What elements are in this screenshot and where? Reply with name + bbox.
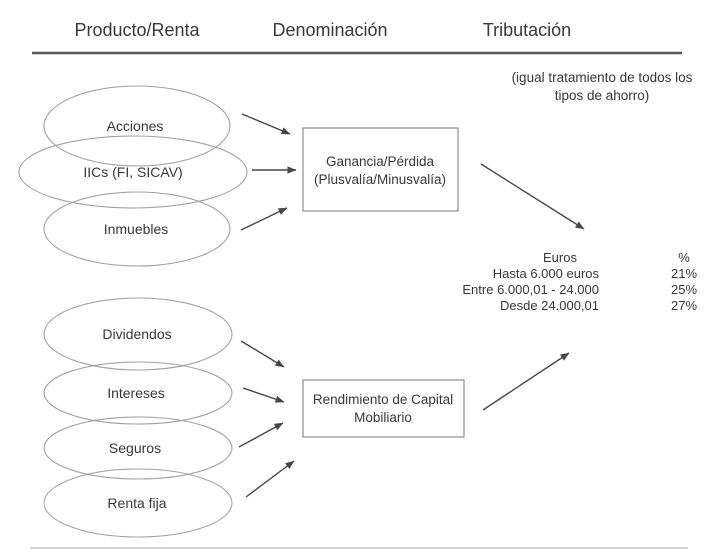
tax-row-amount: Desde 24.000,01 [500, 298, 599, 313]
tributacion-note-line2: tipos de ahorro) [555, 88, 650, 103]
tax-table-row: Hasta 6.000 euros 21% [493, 266, 698, 281]
arrow-seguros-to-rendimiento [238, 422, 284, 448]
tax-table-rate-header: % [678, 250, 690, 265]
box-ganancia-perdida: Ganancia/Pérdida (Plusvalía/Minusvalía) [302, 127, 459, 212]
rendimiento-box-shape [302, 379, 465, 438]
intereses-label: Intereses [107, 385, 165, 401]
arrow-inmuebles-to-ganancia [240, 207, 288, 231]
ellipse-inmuebles: Inmuebles [43, 191, 231, 267]
acciones-label: Acciones [107, 118, 164, 134]
column-header-producto-renta: Producto/Renta [74, 20, 200, 40]
column-header-tributacion: Tributación [483, 20, 571, 40]
arrow-acciones-to-ganancia [241, 113, 291, 135]
iics-oval-shape [18, 135, 248, 209]
rendimiento-label-line2: Mobiliario [354, 410, 412, 425]
column-header-denominacion: Denominación [272, 20, 387, 40]
iics-label: IICs (FI, SICAV) [83, 164, 182, 180]
tax-table-row: Desde 24.000,01 27% [500, 298, 697, 313]
arrow-ganancia-to-table [480, 163, 585, 230]
seguros-oval-shape [43, 416, 233, 480]
tax-row-amount: Entre 6.000,01 - 24.000 [462, 282, 599, 297]
tributacion-note-line1: (igual tratamiento de todos los [512, 70, 693, 85]
intereses-oval-shape [43, 361, 233, 425]
ganancia-box-shape [302, 127, 459, 212]
dividendos-oval-shape [43, 297, 233, 371]
tax-table-amount-header: Euros [543, 250, 577, 265]
arrow-intereses-to-rendimiento [242, 387, 285, 403]
ganancia-label-line2: (Plusvalía/Minusvalía) [314, 172, 446, 187]
seguros-label: Seguros [109, 440, 161, 456]
ellipse-intereses: Intereses [43, 361, 233, 425]
ellipse-renta-fija: Renta fija [43, 468, 233, 538]
rendimiento-label-line1: Rendimiento de Capital [313, 392, 453, 407]
ellipse-iics: IICs (FI, SICAV) [18, 135, 248, 209]
ellipse-seguros: Seguros [43, 416, 233, 480]
tax-row-rate: 27% [671, 298, 697, 313]
tax-table-row: Entre 6.000,01 - 24.000 25% [462, 282, 697, 297]
tax-row-rate: 25% [671, 282, 697, 297]
inmuebles-oval-shape [43, 191, 231, 267]
arrow-dividendos-to-rendimiento [240, 340, 285, 368]
ellipse-dividendos: Dividendos [43, 297, 233, 371]
inmuebles-label: Inmuebles [104, 221, 169, 237]
arrow-renta-fija-to-rendimiento [245, 460, 295, 498]
acciones-oval-shape [43, 85, 231, 167]
tax-table: Euros % Hasta 6.000 euros 21% Entre 6.00… [462, 250, 697, 313]
arrow-rendimiento-to-table [482, 352, 570, 411]
ellipse-acciones: Acciones [43, 85, 231, 167]
ganancia-label-line1: Ganancia/Pérdida [326, 154, 435, 169]
tax-row-rate: 21% [671, 266, 697, 281]
renta-fija-oval-shape [43, 468, 233, 538]
dividendos-label: Dividendos [102, 326, 171, 342]
renta-fija-label: Renta fija [107, 495, 166, 511]
box-rendimiento-capital: Rendimiento de Capital Mobiliario [302, 379, 465, 438]
tax-row-amount: Hasta 6.000 euros [493, 266, 600, 281]
